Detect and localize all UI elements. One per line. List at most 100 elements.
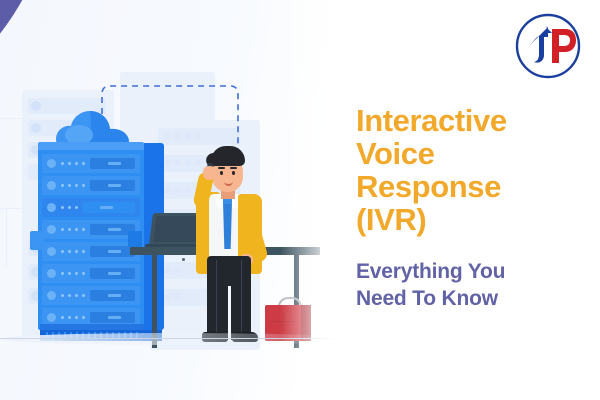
rack-led [75, 162, 78, 165]
background-chip [165, 160, 171, 166]
eyebrow-right [230, 167, 237, 169]
page-subtitle: Everything You Need To Know [356, 260, 506, 310]
background-chip [165, 187, 171, 193]
rack-led [68, 228, 71, 231]
rack-slot [90, 268, 135, 279]
rack-knob [47, 203, 56, 212]
rack-slot [90, 246, 135, 257]
desk-leg-left [152, 255, 157, 348]
rack-led [61, 184, 64, 187]
trouser-crease [241, 260, 242, 336]
rack-led [68, 206, 71, 209]
background-chip [175, 133, 181, 139]
background-chip [175, 267, 181, 273]
rack-led [61, 250, 64, 253]
rack-unit [42, 220, 140, 239]
background-chip [165, 267, 171, 273]
rack-knob [47, 291, 56, 300]
rack-led [75, 316, 78, 319]
rack-slot [90, 290, 135, 301]
rack-unit [42, 286, 140, 305]
background-chip [195, 133, 201, 139]
rack-knob [47, 159, 56, 168]
rack-unit [42, 242, 140, 261]
rack-base-shade [40, 324, 144, 331]
background-chip [165, 294, 171, 300]
rack-unit [42, 308, 140, 327]
rack-slot [90, 224, 135, 235]
eye-right [232, 171, 235, 175]
rack-knob [47, 225, 56, 234]
background-outline [0, 208, 30, 209]
rack-led [75, 184, 78, 187]
background-chip [185, 187, 191, 193]
rack-led [61, 162, 64, 165]
background-chip [175, 294, 181, 300]
necktie-knot [223, 197, 232, 204]
illustration-fade [280, 0, 352, 400]
illustration-panel [0, 0, 352, 400]
rack-knob [47, 247, 56, 256]
rack-slot [90, 158, 135, 169]
rack-unit [42, 154, 140, 173]
rack-led [61, 294, 64, 297]
rack-led [68, 294, 71, 297]
rack-corner-shade [128, 231, 142, 247]
rack-knob [47, 313, 56, 322]
background-chip [175, 160, 181, 166]
background-chip [185, 133, 191, 139]
rack-led [75, 250, 78, 253]
rack-led [61, 206, 64, 209]
necktie [223, 201, 232, 249]
businessman-on-phone [190, 146, 286, 346]
server-rack [30, 142, 164, 341]
eyebrow-left [218, 167, 225, 169]
rack-led [82, 272, 85, 275]
background-outline [0, 118, 24, 119]
background-chip [185, 160, 191, 166]
rack-knob [47, 181, 56, 190]
rack-led [75, 272, 78, 275]
background-rack-row [28, 98, 106, 114]
rack-slot [90, 312, 135, 323]
rack-led [61, 272, 64, 275]
rack-knob [47, 269, 56, 278]
rack-unit [42, 264, 140, 283]
rack-led [82, 316, 85, 319]
text-block: Interactive Voice Response (IVR) Everyth… [356, 104, 594, 312]
eye-left [220, 171, 223, 175]
rack-top [38, 142, 144, 150]
rack-drawer [30, 231, 44, 250]
rack-unit [42, 176, 140, 195]
page-title: Interactive Voice Response (IVR) [356, 103, 507, 237]
rack-led [82, 294, 85, 297]
rack-led [82, 162, 85, 165]
background-chip [195, 160, 201, 166]
floor-line [0, 338, 352, 339]
rack-led [75, 294, 78, 297]
rack-unit-active [42, 198, 140, 217]
tp-circular-logo[interactable] [514, 12, 582, 80]
rack-led [75, 228, 78, 231]
trouser-crease [216, 260, 217, 336]
rack-led [68, 316, 71, 319]
mouth [224, 180, 233, 186]
rack-led [61, 316, 64, 319]
rack-led [82, 250, 85, 253]
hand-holding-phone [203, 166, 216, 180]
background-indicator [31, 123, 41, 133]
background-chip [175, 187, 181, 193]
background-chip [165, 133, 171, 139]
rack-led [68, 184, 71, 187]
rack-led [75, 206, 78, 209]
background-indicator [31, 145, 41, 155]
background-indicator [31, 291, 41, 301]
background-outline [6, 208, 7, 268]
leg-gap [228, 286, 231, 340]
rack-led [68, 272, 71, 275]
floor-shadow [0, 333, 352, 345]
background-indicator [31, 267, 41, 277]
desk-detail-dot [182, 258, 185, 261]
rack-led [68, 250, 71, 253]
